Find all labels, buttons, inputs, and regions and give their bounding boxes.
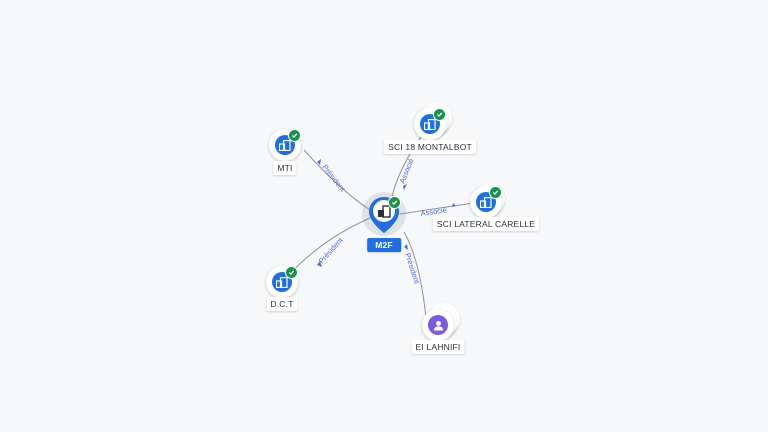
edge-arrow xyxy=(317,159,321,165)
node-label-sci-lateral-carelle: SCI LATERAL CARELLE xyxy=(432,217,540,231)
verified-check-icon xyxy=(388,196,401,209)
node-label-sci-18-montalbot: SCI 18 MONTALBOT xyxy=(384,140,476,154)
edge-arrow xyxy=(317,261,322,267)
node-label-dct: D.C.T xyxy=(266,297,298,311)
edge-arrow xyxy=(404,244,408,250)
node-label-m2f: M2F xyxy=(367,238,401,252)
edge-label-ei: Président xyxy=(403,252,422,286)
verified-check-icon xyxy=(489,186,502,199)
verified-check-icon xyxy=(433,108,446,121)
verified-check-icon xyxy=(285,266,298,279)
node-label-mti: MTI xyxy=(273,161,297,175)
edge-label-sci18: Associé xyxy=(398,157,416,185)
node-label-ei-lahnifi: EI LAHNIFI xyxy=(411,340,465,354)
person-icon xyxy=(428,315,448,335)
edge-label-scilat: Associé xyxy=(420,205,447,218)
edge-label-mti: Président xyxy=(320,163,347,194)
verified-check-icon xyxy=(288,129,301,142)
edge-m2f-mti xyxy=(303,149,371,211)
edge-ei-m2f xyxy=(403,231,427,319)
edge-arrow xyxy=(452,203,456,207)
edge-arrow xyxy=(403,184,407,190)
